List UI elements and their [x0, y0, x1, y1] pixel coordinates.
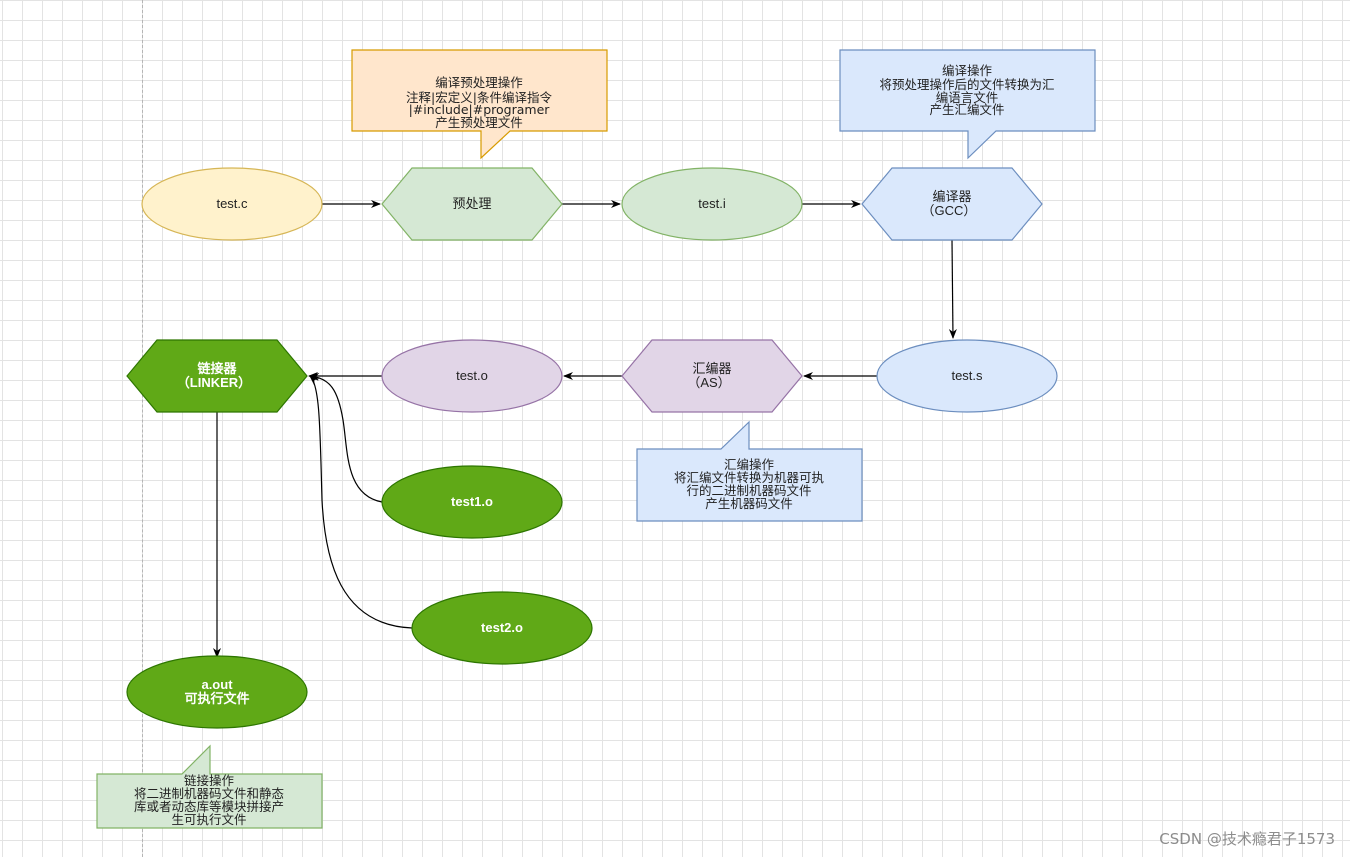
node-a-out[interactable]: a.out 可执行文件	[126, 655, 308, 729]
node-compiler[interactable]: 编译器 （GCC）	[861, 167, 1043, 241]
page-boundary-guide	[142, 0, 143, 857]
callout-preprocess-note[interactable]: 编译预处理操作 注释|宏定义|条件编译指令 |#include|#program…	[351, 49, 608, 160]
node-label-line2: （LINKER）	[177, 375, 251, 390]
callout-assemble-note[interactable]: 汇编操作 将汇编文件转换为机器可执 行的二进制机器码文件 产生机器码文件	[636, 420, 863, 522]
node-label-line1: 链接器	[196, 361, 237, 376]
node-label: test.c	[216, 196, 248, 211]
node-label-line2: （AS）	[687, 375, 730, 390]
callout-line: 产生机器码文件	[705, 496, 793, 511]
callout-line: 注释|宏定义|条件编译指令	[406, 90, 552, 105]
node-assembler[interactable]: 汇编器 （AS）	[621, 339, 803, 413]
node-label: test.s	[951, 368, 983, 383]
callout-line: |#include|#programer	[409, 102, 551, 117]
callout-line: 产生预处理文件	[435, 115, 523, 130]
node-label: test.o	[456, 368, 488, 383]
callout-line: 生可执行文件	[171, 812, 246, 827]
edge-compiler-to-test-s	[948, 239, 957, 339]
node-label: test1.o	[451, 494, 493, 509]
callout-line: 编译操作	[942, 63, 993, 78]
node-test-o[interactable]: test.o	[381, 339, 563, 413]
callout-line: 将二进制机器码文件和静态	[134, 786, 284, 801]
node-label-line1: 汇编器	[692, 361, 731, 376]
node-label-line2: （GCC）	[922, 203, 977, 218]
callout-compile-note[interactable]: 编译操作 将预处理操作后的文件转换为汇 编语言文件 产生汇编文件	[839, 49, 1096, 160]
node-linker[interactable]: 链接器 （LINKER）	[126, 339, 308, 413]
node-label: test.i	[698, 196, 726, 211]
node-test2-o[interactable]: test2.o	[411, 591, 593, 665]
node-test-s[interactable]: test.s	[876, 339, 1058, 413]
callout-line: 库或者动态库等模块拼接产	[134, 799, 284, 814]
node-label-line2: 可执行文件	[184, 691, 249, 706]
callout-line: 将汇编文件转换为机器可执	[674, 470, 825, 485]
node-test-c[interactable]: test.c	[141, 167, 323, 241]
callout-line: 汇编操作	[724, 457, 775, 472]
node-label-line1: 编译器	[932, 189, 971, 204]
callout-link-note[interactable]: 链接操作 将二进制机器码文件和静态 库或者动态库等模块拼接产 生可执行文件	[96, 744, 323, 829]
watermark: CSDN @技术瘾君子1573	[1159, 830, 1335, 848]
node-label-line1: a.out	[201, 677, 233, 692]
edge-test2-o-to-linker	[309, 375, 413, 629]
node-label: 预处理	[452, 196, 491, 211]
callout-line: 行的二进制机器码文件	[686, 483, 811, 498]
edges	[213, 200, 957, 658]
edge-test1-o-to-linker	[309, 372, 383, 503]
callout-line: 链接操作	[184, 773, 235, 788]
node-test1-o[interactable]: test1.o	[381, 465, 563, 539]
node-label: test2.o	[481, 620, 523, 635]
node-preprocess[interactable]: 预处理	[381, 167, 563, 241]
node-test-i[interactable]: test.i	[621, 167, 803, 241]
callout-line: 产生汇编文件	[929, 102, 1004, 117]
callout-line: 将预处理操作后的文件转换为汇	[879, 77, 1054, 92]
callout-line: 编语言文件	[936, 90, 999, 105]
callout-line: 编译预处理操作	[435, 75, 523, 90]
